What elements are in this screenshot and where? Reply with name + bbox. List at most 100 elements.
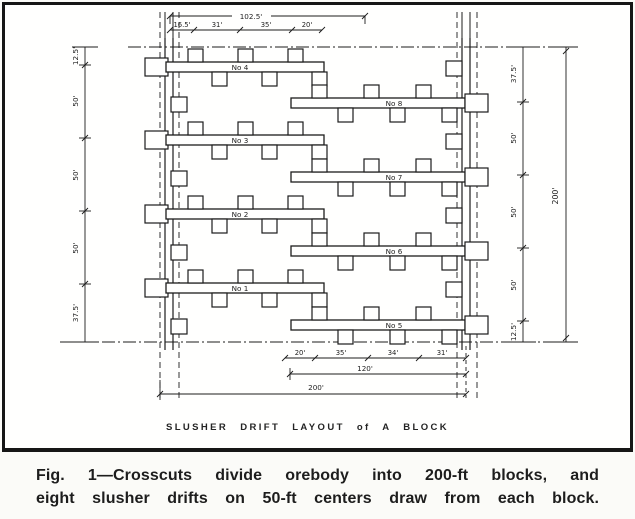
draw-point-square: [389, 255, 406, 271]
dim-label-left-chain: 50': [71, 169, 80, 180]
crosscut-draw-point-square: [170, 318, 188, 335]
dim-tick: [318, 26, 326, 34]
draw-point-square: [415, 84, 432, 99]
dim-tick: [81, 134, 89, 142]
draw-point-square: [311, 71, 328, 87]
draw-point-square: [389, 181, 406, 197]
draw-point-square: [415, 306, 432, 321]
caption-line-2: eight slusher drifts on 50-ft centers dr…: [36, 490, 599, 507]
dim-tick: [519, 244, 527, 252]
drift-stub: [144, 130, 169, 150]
dim-label-right-chain: 37.5': [509, 65, 518, 83]
dim-tick: [166, 12, 174, 20]
draw-point-square: [311, 218, 328, 234]
draw-point-square: [261, 71, 278, 87]
dim-label-top-segment: 20': [302, 21, 313, 29]
dim-label-right-chain: 50': [509, 279, 518, 290]
dim-tick: [166, 26, 174, 34]
drift-label: No 5: [386, 321, 403, 330]
dim-label-left-chain: 50': [71, 242, 80, 253]
draw-point-square: [337, 107, 354, 123]
dim-tick: [415, 354, 423, 362]
drift-bar: [290, 319, 466, 331]
dim-label-right-total: 200': [551, 187, 560, 204]
draw-point-square: [261, 218, 278, 234]
diagram-title: SLUSHER DRIFT LAYOUT of A BLOCK: [165, 422, 450, 433]
dim-tick: [361, 12, 369, 20]
draw-point-square: [287, 269, 304, 284]
drift-stub: [464, 315, 489, 335]
draw-point-square: [363, 158, 380, 173]
crosscut-draw-point-square: [170, 170, 188, 187]
dim-tick: [462, 354, 470, 362]
dim-label-left-chain: 12.5': [71, 47, 80, 65]
drift-label: No 7: [386, 173, 403, 182]
dim-tick: [81, 61, 89, 69]
draw-point-square: [363, 84, 380, 99]
drift-stub: [144, 278, 169, 298]
draw-point-square: [237, 48, 254, 63]
drift-stub: [464, 241, 489, 261]
dim-label-right-chain: 12.5': [509, 323, 518, 341]
draw-point-square: [237, 195, 254, 210]
draw-point-square: [415, 232, 432, 247]
dim-tick: [562, 47, 570, 55]
dim-tick: [288, 26, 296, 34]
draw-point-square: [187, 195, 204, 210]
figure-frame: 102.5' 16.5' 31' 35' 20' 12.5' 50' 50' 50' 37.5' 3…: [2, 2, 633, 452]
drift-label: No 4: [232, 63, 249, 72]
crosscut-draw-point-square: [445, 60, 463, 77]
drift-label: No 1: [232, 284, 249, 293]
draw-point-square: [287, 121, 304, 136]
draw-point-square: [441, 181, 458, 197]
caption-line-1: Fig. 1—Crosscuts divide orebody into 200…: [36, 467, 599, 484]
drift-bar: [290, 245, 466, 257]
draw-point-square: [311, 232, 328, 247]
dim-label-bottom-mid: 120': [357, 364, 373, 373]
draw-point-square: [211, 292, 228, 308]
drift-label: No 6: [386, 247, 403, 256]
slusher-drift-layout-diagram: 102.5' 16.5' 31' 35' 20' 12.5' 50' 50' 50' 37.5' 3…: [60, 12, 578, 402]
draw-point-square: [261, 292, 278, 308]
draw-point-square: [237, 121, 254, 136]
drift-label: No 8: [386, 99, 403, 108]
dim-label-bottom-segment: 34': [388, 349, 399, 357]
dim-label-right-chain: 50': [509, 206, 518, 217]
draw-point-square: [311, 144, 328, 160]
draw-point-square: [211, 144, 228, 160]
dim-tick: [519, 317, 527, 325]
drift-stub: [144, 204, 169, 224]
drift-bar: [290, 171, 466, 183]
dim-tick: [562, 334, 570, 342]
dim-tick: [462, 390, 470, 398]
draw-point-square: [311, 158, 328, 173]
drift-stub: [144, 57, 169, 77]
dim-tick: [81, 280, 89, 288]
dim-tick: [190, 26, 198, 34]
dim-tick: [519, 98, 527, 106]
dim-tick: [364, 354, 372, 362]
draw-point-square: [237, 269, 254, 284]
drift-label: No 3: [232, 136, 249, 145]
draw-point-square: [389, 107, 406, 123]
draw-point-square: [415, 158, 432, 173]
draw-point-square: [311, 306, 328, 321]
dim-label-top-segment: 16.5': [173, 21, 190, 29]
drift-stub: [464, 93, 489, 113]
dim-tick: [281, 354, 289, 362]
dim-tick: [236, 26, 244, 34]
dim-label-top-total: 102.5': [240, 12, 263, 21]
crosscut-draw-point-square: [170, 96, 188, 113]
draw-point-square: [211, 71, 228, 87]
draw-point-square: [261, 144, 278, 160]
dim-label-bottom-segment: 35': [336, 349, 347, 357]
draw-point-square: [441, 329, 458, 345]
draw-point-square: [363, 306, 380, 321]
dim-tick: [311, 354, 319, 362]
crosscut-draw-point-square: [170, 244, 188, 261]
draw-point-square: [187, 48, 204, 63]
draw-point-square: [389, 329, 406, 345]
draw-point-square: [441, 107, 458, 123]
dim-label-bottom-segment: 31': [437, 349, 448, 357]
dim-tick: [81, 207, 89, 215]
